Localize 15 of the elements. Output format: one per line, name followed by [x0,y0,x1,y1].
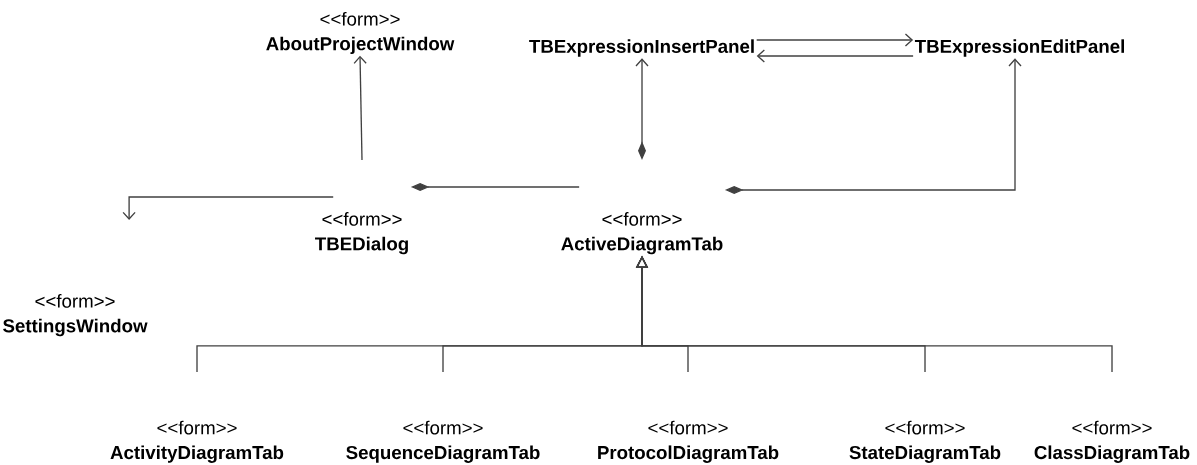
class-label: <<form>> AboutProjectWindow [266,12,455,54]
class-label: <<form>> ActiveDiagramTab [561,212,723,255]
association-arrow [756,33,914,47]
class-label: <<form>> TBEDialog [315,212,408,255]
class-label: TBExpressionEditPanel [914,39,1124,57]
class-label: <<form>> ActivityDiagramTab [110,420,284,463]
class-label: <<form>> ProtocolDiagramTab [598,420,779,463]
class-label: <<form>> StateDiagramTab [849,420,1001,463]
association-arrow [756,49,914,63]
class-label: <<form>> SettingsWindow [3,294,148,337]
class-label: TBExpressionInsertPanel [529,39,754,57]
class-label: <<form>> SequenceDiagramTab [346,420,540,463]
association-arrow [122,196,334,220]
association-arrow [353,55,367,161]
class-label: <<form>> ClassDiagramTab [1034,420,1190,463]
